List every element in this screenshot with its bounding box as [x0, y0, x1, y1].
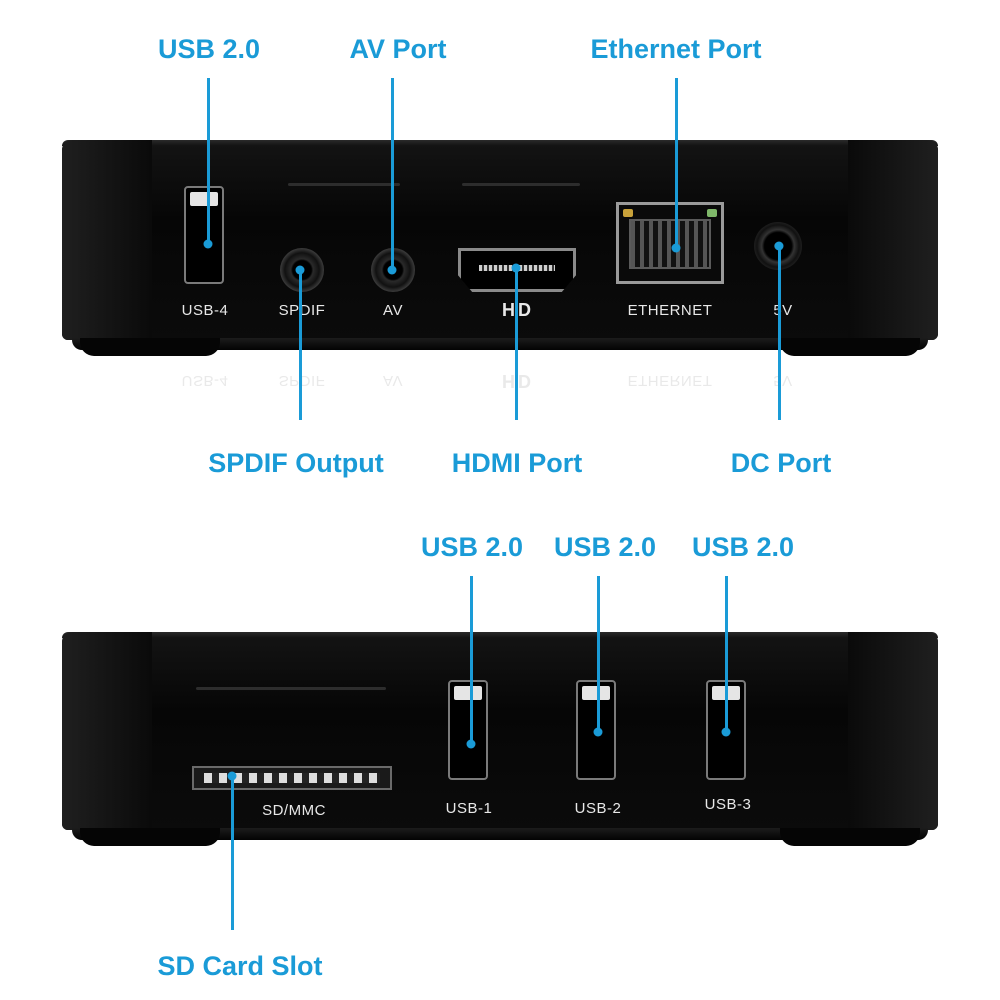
leader-dot [203, 239, 213, 249]
device-top-edge [62, 632, 938, 638]
dc-5v-label: 5V [773, 302, 793, 319]
leader-usb-4 [207, 78, 210, 244]
reflection-usb-4: USB-4 [181, 372, 229, 389]
leader-usb-3 [725, 576, 728, 732]
av-label: AV [383, 302, 403, 319]
leader-dot [387, 265, 397, 275]
leader-av-port [391, 78, 394, 270]
device-foot-right [780, 828, 920, 846]
reflection-spdif: SPDIF [278, 372, 326, 389]
ethernet-led-left [623, 209, 633, 217]
device-right-side [848, 140, 938, 340]
leader-dot [721, 727, 731, 737]
reflection-ethernet: ETHERNET [627, 372, 713, 389]
usb-3-label: USB-3 [704, 796, 752, 813]
leader-usb-2 [597, 576, 600, 732]
ethernet-port [616, 202, 724, 284]
vent-slot [288, 183, 400, 186]
vent-slot [462, 183, 580, 186]
device-foot-right [780, 338, 920, 356]
usb-4-port [184, 186, 224, 284]
ethernet-led-right [707, 209, 717, 217]
usb-2-label: USB-2 [574, 800, 622, 817]
leader-ethernet-port [675, 78, 678, 248]
leader-dot [511, 263, 521, 273]
callout-sd-card-slot: SD Card Slot [157, 951, 323, 981]
callout-ethernet-port: Ethernet Port [590, 34, 762, 64]
device-foot-left [80, 338, 220, 356]
device-base [72, 828, 928, 840]
device-left-side [62, 140, 152, 340]
leader-dot [227, 771, 237, 781]
leader-dot [466, 739, 476, 749]
device-foot-left [80, 828, 220, 846]
leader-sd-card [231, 776, 234, 930]
device-base [72, 338, 928, 350]
callout-usb-3: USB 2.0 [691, 532, 795, 562]
device-right-side [848, 632, 938, 830]
callout-hdmi-port: HDMI Port [451, 448, 583, 478]
leader-dot [671, 243, 681, 253]
usb-1-label: USB-1 [445, 800, 493, 817]
callout-spdif-output: SPDIF Output [208, 448, 384, 478]
hd-logo: HD [502, 300, 534, 320]
leader-dot [295, 265, 305, 275]
leader-usb-1 [470, 576, 473, 744]
leader-dot [593, 727, 603, 737]
device-side-panel [62, 632, 938, 840]
callout-av-port: AV Port [349, 34, 447, 64]
leader-dot [774, 241, 784, 251]
callout-usb-2: USB 2.0 [553, 532, 657, 562]
usb-1-port [448, 680, 488, 780]
vent-slot [196, 687, 386, 690]
leader-spdif [299, 270, 302, 420]
sd-mmc-slot [192, 766, 392, 790]
spdif-label: SPDIF [278, 302, 326, 319]
callout-usb-1: USB 2.0 [420, 532, 524, 562]
callout-usb-4: USB 2.0 [157, 34, 261, 64]
leader-dc [778, 246, 781, 420]
reflection-av: AV [383, 372, 403, 389]
ethernet-label: ETHERNET [627, 302, 713, 319]
sd-mmc-label: SD/MMC [262, 802, 326, 819]
usb-4-label: USB-4 [181, 302, 229, 319]
device-left-side [62, 632, 152, 830]
callout-dc-port: DC Port [730, 448, 832, 478]
usb-2-port [576, 680, 616, 780]
leader-hdmi [515, 268, 518, 420]
reflection-dc: 5V [773, 372, 793, 389]
device-top-edge [62, 140, 938, 146]
reflection-hd: HD [502, 371, 534, 391]
